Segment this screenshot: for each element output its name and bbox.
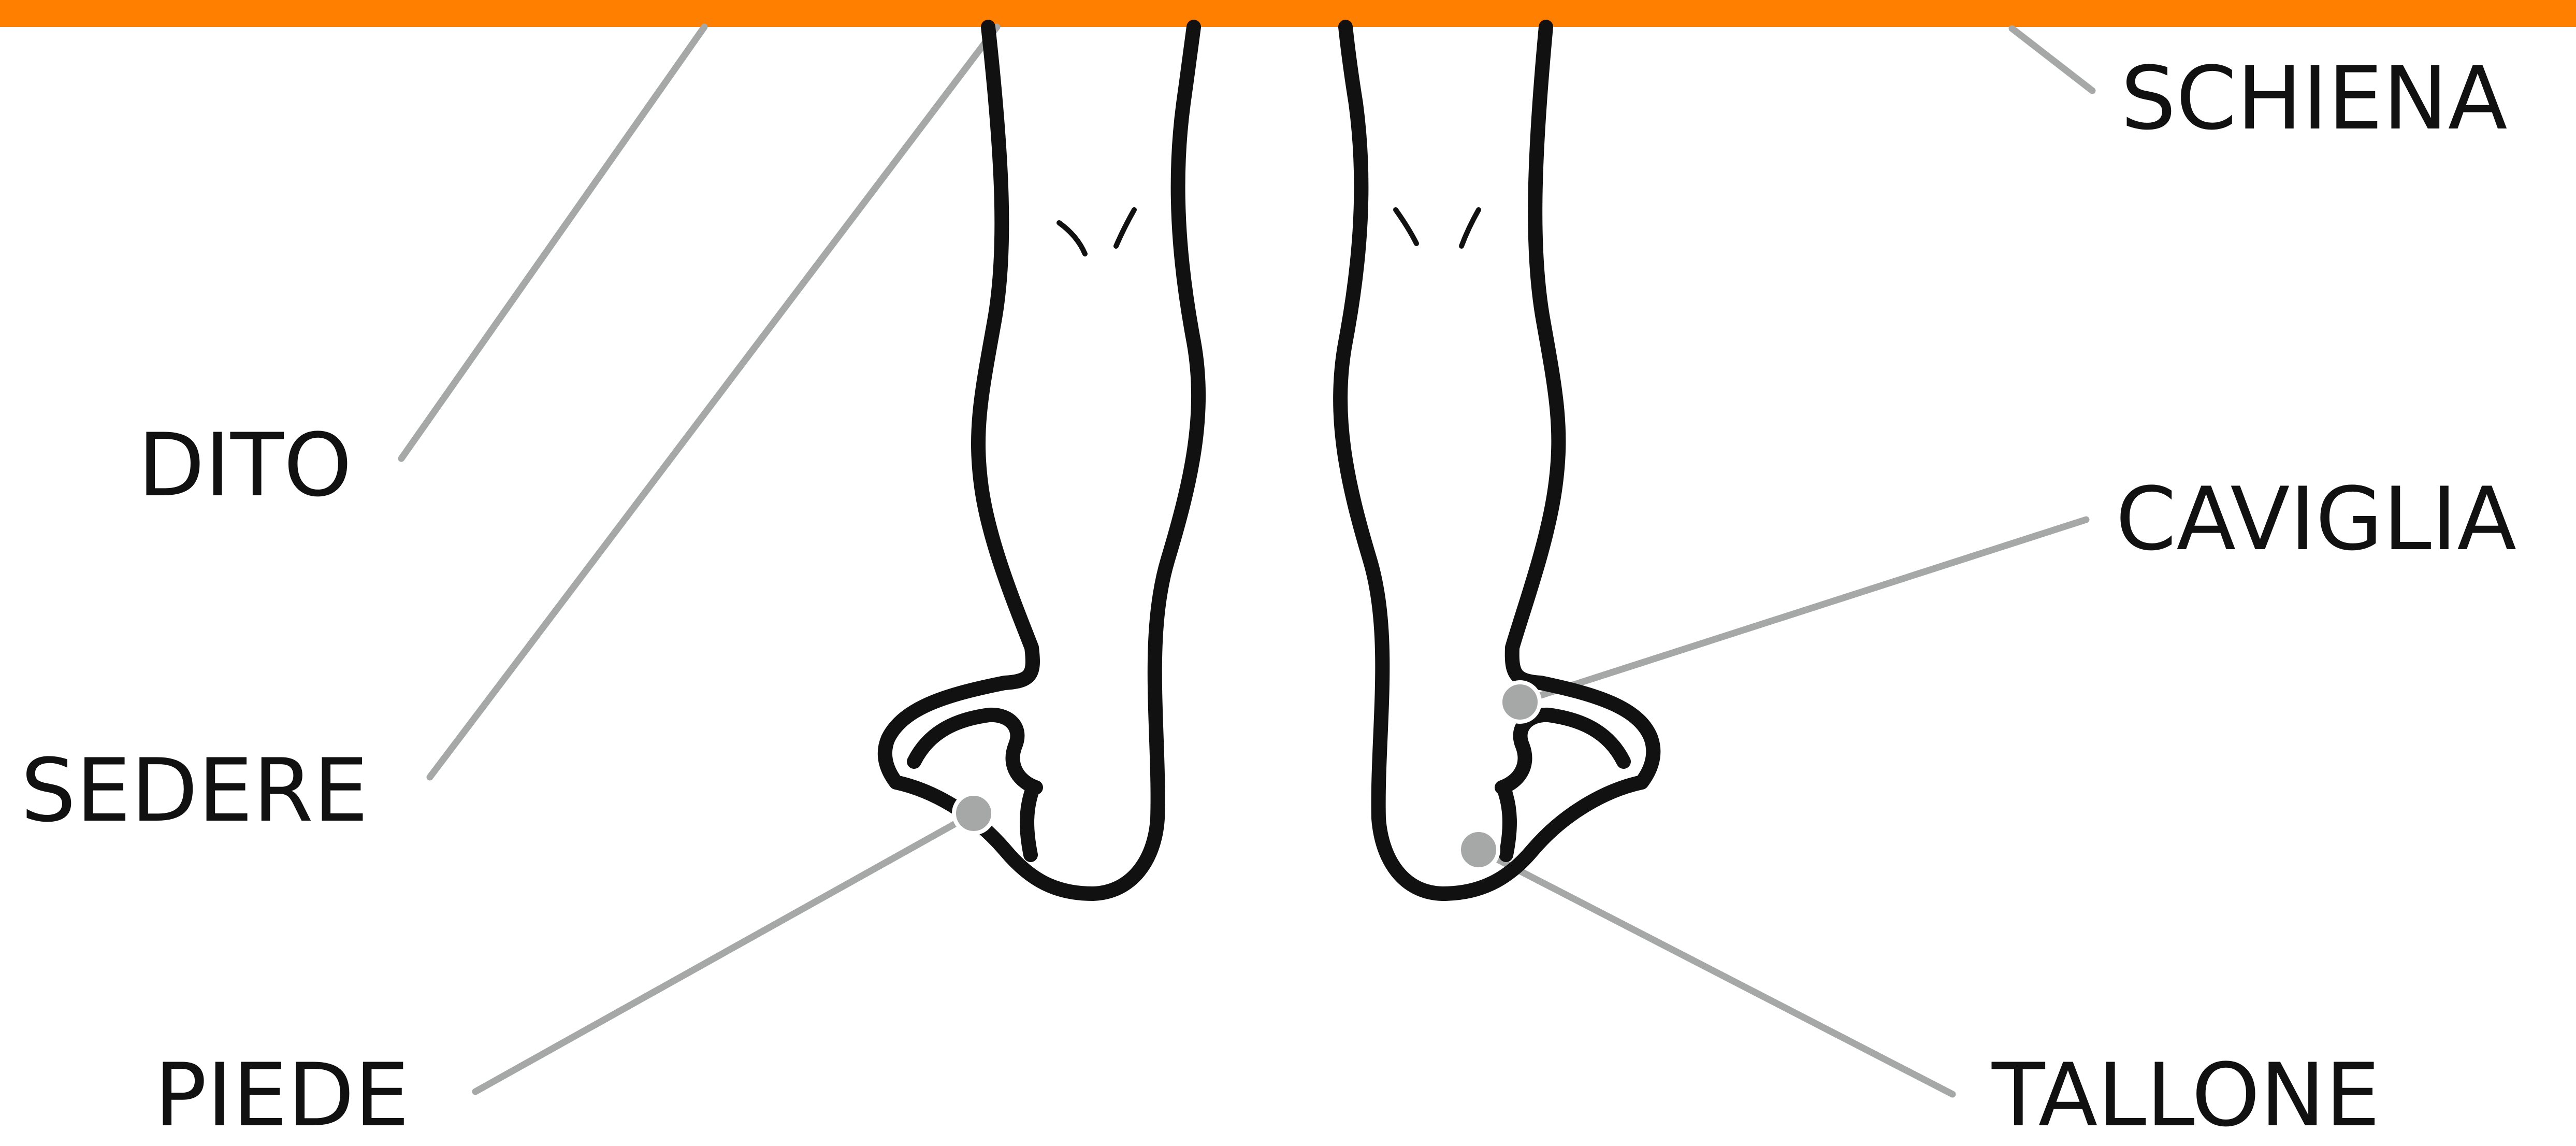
left-heel-crease (1020, 780, 1040, 862)
anchor-dots (952, 680, 1542, 871)
anchor-dot-caviglia (1498, 680, 1542, 724)
leader-line-dito (398, 23, 708, 462)
right-foot-inner-curve (1495, 707, 1631, 795)
label-piede: PIEDE (154, 1044, 410, 1146)
leader-lines (398, 23, 2096, 1098)
label-schiena: SCHIENA (2121, 48, 2508, 149)
leader-line-schiena (2008, 25, 2096, 94)
leader-line-piede (472, 810, 977, 1095)
left-leg (877, 20, 1206, 901)
knee-marks (1057, 207, 1481, 256)
right-leg (1333, 20, 1661, 901)
leader-line-sedere (426, 23, 1001, 781)
label-sedere: SEDERE (21, 740, 369, 841)
left-knee-mark-b (1113, 207, 1137, 249)
label-caviglia: CAVIGLIA (2116, 468, 2517, 570)
left-knee-mark-a (1057, 220, 1088, 256)
anchor-dot-tallone (1457, 828, 1500, 871)
label-dito: DITO (138, 414, 352, 516)
left-leg-outer-contour (877, 20, 1206, 901)
left-foot-inner-curve (907, 707, 1043, 795)
anchor-dot-piede (952, 792, 995, 835)
right-knee-mark-b (1459, 207, 1481, 249)
right-heel-crease (1496, 780, 1517, 862)
leader-line-caviglia (1516, 516, 2090, 706)
label-tallone: TALLONE (1992, 1044, 2380, 1146)
right-knee-mark-a (1393, 207, 1419, 246)
leader-line-tallone (1475, 846, 1956, 1098)
right-leg-outer-contour (1333, 20, 1661, 901)
top-bar (0, 0, 2576, 27)
